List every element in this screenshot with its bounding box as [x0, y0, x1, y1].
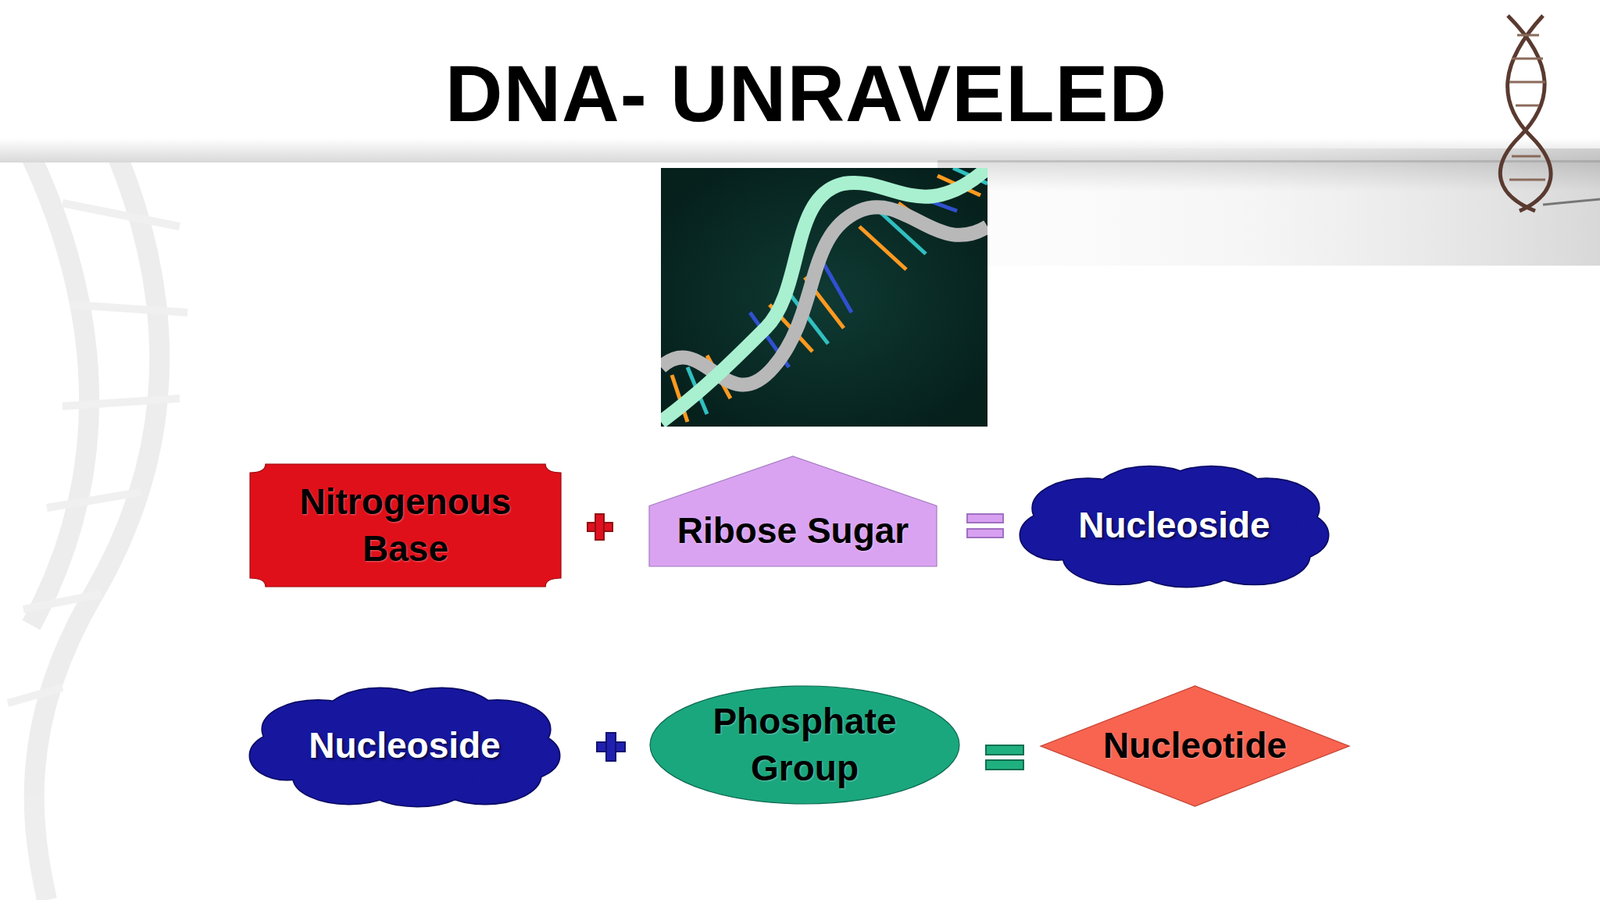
nucleotide-diamond: Nucleotide [1040, 685, 1350, 807]
node-label: Nitrogenous Base [265, 478, 546, 573]
nucleoside-cloud: Nucleoside [1020, 464, 1329, 587]
plus-symbol [596, 732, 625, 761]
helix-icon [1500, 15, 1600, 211]
equals-symbol [967, 514, 1004, 538]
plus-symbol [587, 514, 613, 540]
equals-symbol [985, 745, 1024, 770]
phosphate-ellipse: Phosphate Group [650, 685, 960, 804]
base-box: Nitrogenous Base [250, 464, 561, 587]
node-label: Nucleoside [308, 722, 500, 770]
node-label: Phosphate Group [696, 698, 913, 793]
slide-title: DNA- UNRAVELED [0, 48, 1600, 140]
node-label: Nucleoside [1078, 502, 1270, 550]
dna-illustration [660, 167, 988, 427]
nucleoside-cloud: Nucleoside [250, 685, 560, 807]
sugar-pentagon: Ribose Sugar [649, 456, 937, 567]
node-label: Nucleotide [1103, 722, 1287, 770]
node-label: Ribose Sugar [677, 507, 910, 555]
